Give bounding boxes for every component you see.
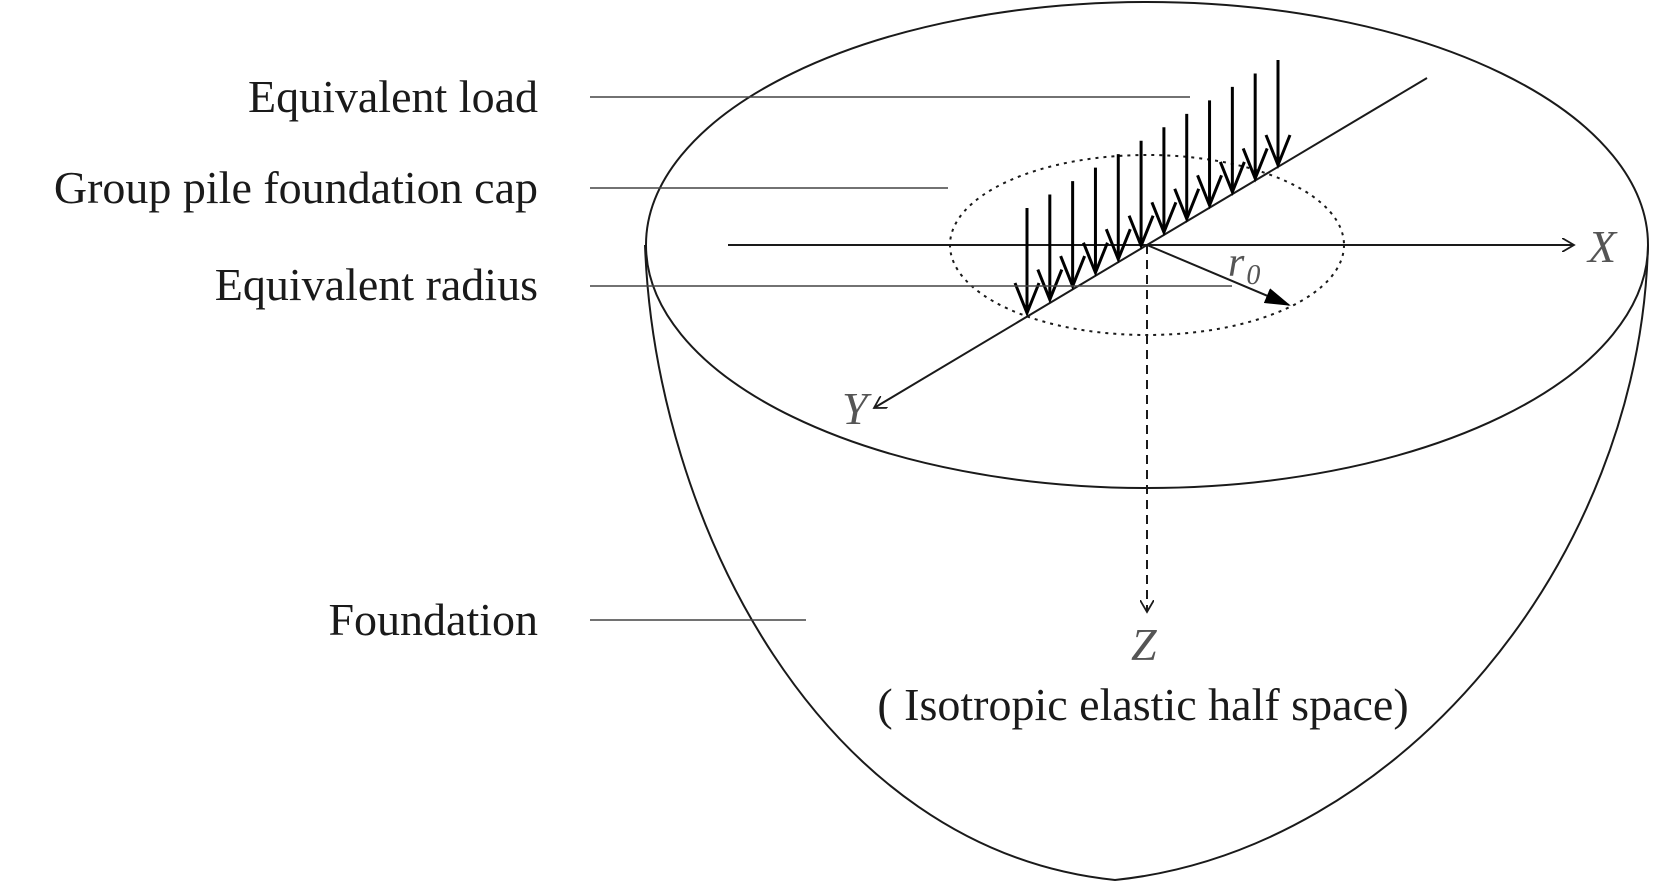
- load-arrow: [1059, 181, 1087, 291]
- equivalent-radius-arrow: [1146, 244, 1291, 306]
- label-equivalent-load: Equivalent load: [248, 71, 538, 122]
- label-group-pile-cap: Group pile foundation cap: [54, 162, 538, 213]
- load-arrow: [1082, 167, 1109, 277]
- load-line-diagonal: [1146, 77, 1428, 246]
- load-arrow: [1264, 60, 1292, 170]
- axis-label-x: X: [1586, 221, 1618, 272]
- axis-label-y: Y: [842, 383, 872, 434]
- load-arrow: [1104, 154, 1132, 264]
- half-space-caption: ( Isotropic elastic half space): [877, 679, 1408, 730]
- y-axis-line: [874, 244, 1148, 408]
- load-arrow: [1150, 127, 1178, 237]
- load-arrow: [1013, 208, 1041, 318]
- label-equivalent-radius: Equivalent radius: [215, 259, 538, 310]
- radius-symbol-r0: r0: [1228, 240, 1260, 291]
- load-arrow: [1127, 140, 1155, 250]
- load-arrow: [1241, 73, 1269, 183]
- radius-symbol: r: [1228, 240, 1245, 286]
- axis-label-z: Z: [1131, 619, 1157, 670]
- radius-subscript: 0: [1246, 260, 1260, 291]
- load-arrow: [1036, 194, 1064, 304]
- load-arrow: [1196, 100, 1223, 210]
- label-foundation: Foundation: [328, 594, 538, 645]
- load-arrow: [1173, 113, 1201, 223]
- foundation-bowl-outline: [644, 244, 1649, 882]
- equivalent-load-arrows: [1013, 60, 1292, 318]
- load-arrow: [1218, 86, 1246, 196]
